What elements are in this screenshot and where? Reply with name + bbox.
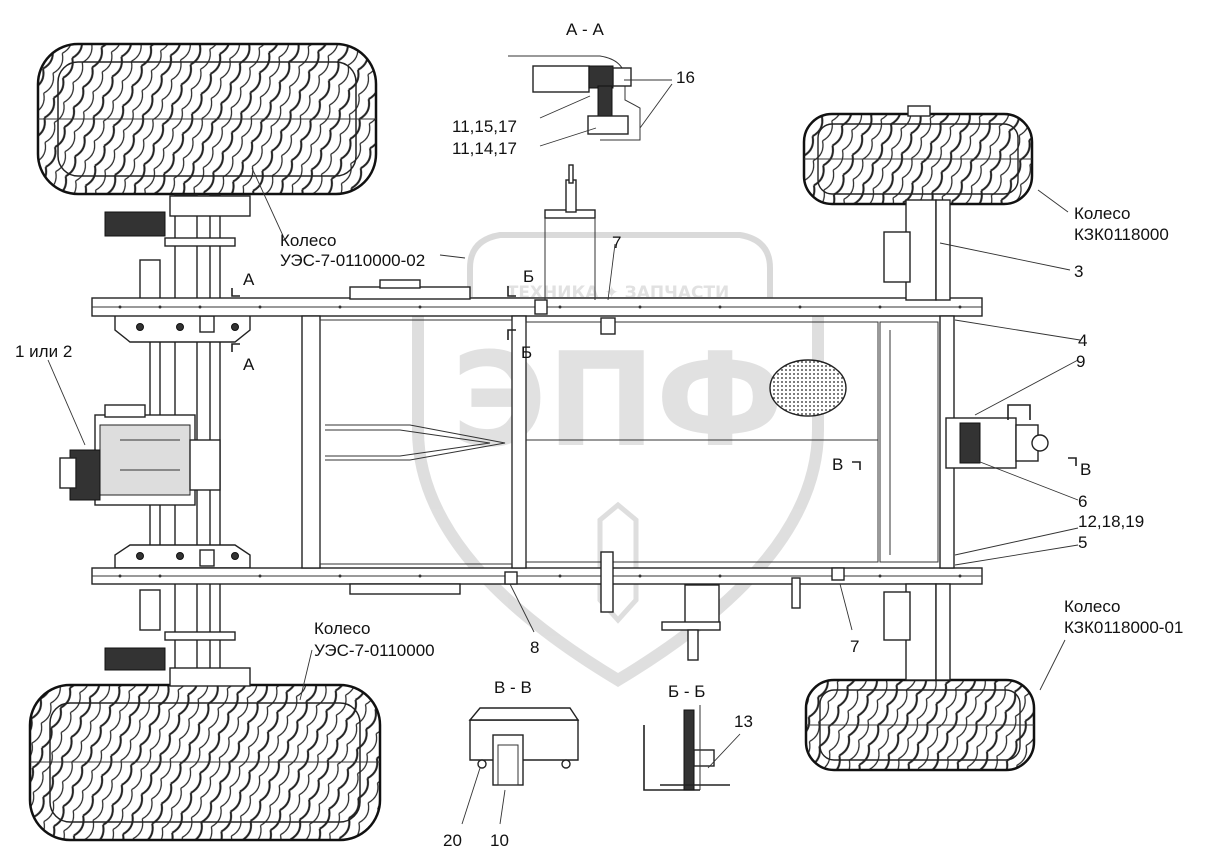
section-mark-v-right: В <box>1080 460 1091 479</box>
wheel-bottom-right-label-1: Колесо <box>1064 597 1121 616</box>
wheel-top-right <box>802 112 1034 206</box>
leader-lines <box>47 79 1081 825</box>
callout-7-bottom: 7 <box>850 637 859 656</box>
bottom-cylinder <box>600 551 801 661</box>
callout-4: 4 <box>1078 331 1087 350</box>
section-vv <box>468 707 580 786</box>
callout-12-18-19: 12,18,19 <box>1078 512 1144 531</box>
callout-16: 16 <box>676 68 695 87</box>
frame-rivets <box>118 305 962 578</box>
section-vv-title: В - В <box>494 678 532 697</box>
wheel-top-left <box>36 42 378 196</box>
wheel-bottom-right <box>804 678 1036 772</box>
callout-13: 13 <box>734 712 753 731</box>
callout-3: 3 <box>1074 262 1083 281</box>
callout-20: 20 <box>443 831 462 850</box>
section-aa-title: А - А <box>566 20 604 39</box>
callout-9: 9 <box>1076 352 1085 371</box>
section-mark-v-left: В <box>832 455 843 474</box>
section-mark-b-bottom: Б <box>521 343 532 362</box>
callout-6: 6 <box>1078 492 1087 511</box>
section-mark-b-top: Б <box>523 267 534 286</box>
front-mount-plates <box>114 309 251 569</box>
callout-11-15-17: 11,15,17 <box>452 117 517 136</box>
section-bb-title: Б - Б <box>668 682 705 701</box>
section-bb <box>643 705 730 791</box>
chassis-frame <box>91 279 983 595</box>
callout-5: 5 <box>1078 533 1087 552</box>
callout-7-top: 7 <box>612 233 621 252</box>
section-aa <box>508 55 641 141</box>
watermark: ЭПФ ТЕХНИКА ✦ ЗАПЧАСТИ <box>412 232 824 687</box>
callout-11-14-17: 11,14,17 <box>452 139 517 158</box>
wheel-top-left-label-1: Колесо <box>280 231 337 250</box>
callout-10: 10 <box>490 831 509 850</box>
top-cylinder <box>544 164 616 335</box>
wheel-bottom-right-label-2: КЗК0118000-01 <box>1064 618 1183 637</box>
wheel-bottom-left <box>28 683 382 842</box>
watermark-main: ЭПФ <box>451 324 784 476</box>
callout-1: 1 или 2 <box>15 342 72 361</box>
wheel-bottom-left-label-1: Колесо <box>314 619 371 638</box>
section-mark-a-bottom: А <box>243 355 255 374</box>
labels: А - А В - В Б - Б А А Б Б В В Колесо УЭС… <box>15 20 1183 850</box>
wheel-top-right-label-2: КЗК0118000 <box>1074 225 1169 244</box>
section-mark-a-top: А <box>243 270 255 289</box>
tow-hitch <box>945 404 1049 469</box>
rear-axle <box>883 105 951 681</box>
wheel-bottom-left-label-2: УЭС-7-0110000 <box>314 641 435 660</box>
wheel-top-left-label-2: УЭС-7-0110000-02 <box>280 251 425 270</box>
section-cut-marks <box>231 286 1077 470</box>
steering-unit <box>59 404 221 506</box>
wheel-top-right-label-1: Колесо <box>1074 204 1131 223</box>
callout-8: 8 <box>530 638 539 657</box>
